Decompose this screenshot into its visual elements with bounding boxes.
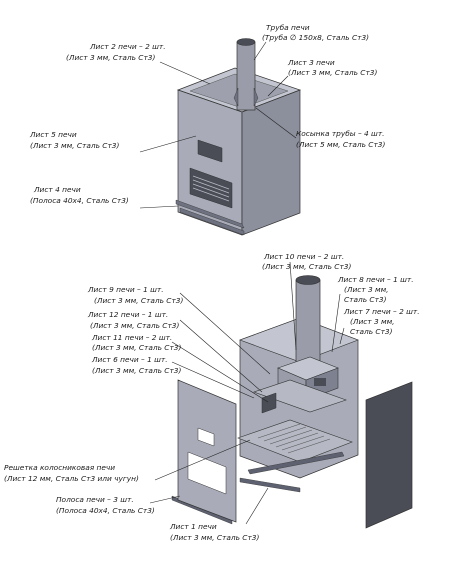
label-line: (Лист 12 мм, Сталь Ст3 или чугун) (4, 474, 139, 483)
label-line: (Лист 3 мм, Сталь Ст3) (262, 262, 351, 271)
label-line: (Труба ∅ 150x8, Сталь Ст3) (262, 33, 369, 42)
bottom-strip (179, 207, 245, 236)
assembled-stove (175, 38, 302, 236)
label-line: Лист 12 печи – 1 шт. (87, 310, 168, 319)
pipe-gusset (233, 87, 239, 107)
label-line: (Лист 3 мм, Сталь Ст3) (94, 296, 183, 305)
upper-door-opening (197, 139, 223, 163)
label-line: Сталь Ст3) (350, 327, 393, 336)
label-line: Полоса печи – 3 шт. (56, 495, 134, 504)
label-line: Лист 11 печи – 2 шт. (91, 333, 172, 342)
label-list12: Лист 12 печи – 1 шт. (Лист 3 мм, Сталь С… (87, 310, 179, 330)
label-line: Лист 6 печи – 1 шт. (91, 355, 168, 364)
label-line: Лист 2 печи – 2 шт. (89, 42, 166, 51)
label-list11: Лист 11 печи – 2 шт. (Лист 3 мм, Сталь С… (91, 333, 181, 352)
label-kosynka: Косынка трубы – 4 шт. (Лист 5 мм, Сталь … (296, 129, 385, 149)
label-list1: Лист 1 печи (Лист 3 мм, Сталь Ст3) (169, 522, 259, 542)
label-list3: Лист 3 печи (Лист 3 мм, Сталь Ст3) (287, 58, 377, 77)
bottom-strip (239, 477, 301, 493)
label-list9: Лист 9 печи – 1 шт. (Лист 3 мм, Сталь Ст… (87, 285, 183, 305)
label-line: Труба печи (266, 23, 310, 32)
label-line: Лист 8 печи – 1 шт. (337, 275, 414, 284)
label-line: Лист 7 печи – 2 шт. (343, 307, 420, 316)
chimney-pipe-top (236, 38, 256, 46)
label-line: (Лист 3 мм, Сталь Ст3) (92, 366, 181, 375)
firebox-grate (192, 175, 230, 202)
label-line: (Лист 3 мм, Сталь Ст3) (90, 321, 179, 330)
front-panel-firebox-opening (187, 451, 227, 495)
label-list2: Лист 2 печи – 2 шт. (Лист 3 мм, Сталь Ст… (66, 42, 166, 62)
label-line: (Лист 3 мм, Сталь Ст3) (92, 343, 181, 352)
grate-slots (257, 423, 331, 454)
bottom-strip (175, 199, 245, 229)
label-line: Лист 10 печи – 2 шт. (263, 252, 344, 261)
label-line: (Лист 3 мм, Сталь Ст3) (30, 141, 119, 150)
label-line: (Лист 3 мм, Сталь Ст3) (288, 68, 377, 77)
label-list7: Лист 7 печи – 2 шт. (Лист 3 мм, Сталь Ст… (343, 307, 420, 336)
label-line: (Лист 3 мм, (344, 285, 389, 294)
stove-front-panel (177, 379, 237, 523)
chimney-pipe (236, 41, 256, 111)
label-line: (Лист 5 мм, Сталь Ст3) (296, 140, 385, 149)
grate-plate (237, 419, 353, 463)
label-line: (Полоса 40x4, Сталь Ст3) (56, 506, 155, 515)
pipe-gusset (253, 87, 259, 107)
label-line: Сталь Ст3) (344, 295, 387, 304)
label-line: Косынка трубы – 4 шт. (296, 129, 384, 138)
exploded-pipe-top (295, 275, 321, 285)
leader-lines (139, 41, 345, 525)
exploded-chimney-pipe (295, 279, 321, 371)
smoke-box-hole (314, 378, 326, 386)
label-list8: Лист 8 печи – 1 шт. (Лист 3 мм, Сталь Ст… (337, 275, 414, 304)
label-polosa: Полоса печи – 3 шт. (Полоса 40x4, Сталь … (56, 495, 155, 515)
stove-side-panel (365, 381, 413, 529)
label-line: (Лист 3 мм, Сталь Ст3) (170, 533, 259, 542)
label-line: Лист 9 печи – 1 шт. (87, 285, 164, 294)
label-line: (Лист 3 мм, Сталь Ст3) (66, 53, 155, 62)
label-line: Решетка колосниковая печи (4, 463, 115, 472)
bottom-strip (247, 451, 345, 475)
label-list4: Лист 4 печи (Полоса 40x4, Сталь Ст3) (30, 185, 129, 205)
exploded-stove (171, 275, 413, 529)
label-truba: Труба печи (Труба ∅ 150x8, Сталь Ст3) (262, 23, 369, 42)
label-list6: Лист 6 печи – 1 шт. (Лист 3 мм, Сталь Ст… (91, 355, 181, 375)
label-line: Лист 4 печи (33, 185, 81, 194)
stove-side-face (241, 89, 301, 236)
label-line: (Полоса 40x4, Сталь Ст3) (30, 196, 129, 205)
label-line: Лист 3 печи (287, 58, 335, 67)
label-list10: Лист 10 печи – 2 шт. (Лист 3 мм, Сталь С… (262, 252, 351, 271)
label-list5: Лист 5 печи (Лист 3 мм, Сталь Ст3) (29, 130, 119, 150)
front-panel-upper-opening (197, 427, 215, 447)
label-line: (Лист 3 мм, (350, 317, 395, 326)
label-reshetka: Решетка колосниковая печи (Лист 12 мм, С… (4, 463, 139, 483)
baffle-plate (253, 379, 347, 413)
label-line: Лист 1 печи (169, 522, 217, 531)
baffle-block (261, 392, 277, 414)
label-line: Лист 5 печи (29, 130, 77, 139)
